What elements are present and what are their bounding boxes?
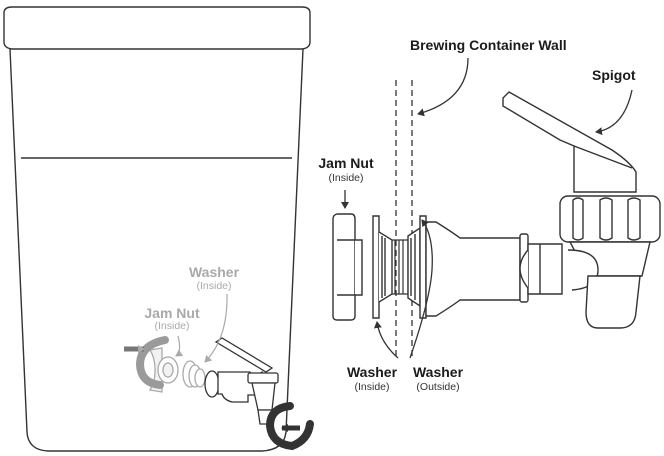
label-washer-inside-sub: (Inside) <box>354 381 390 393</box>
rotate-arrow-light <box>135 336 169 389</box>
container-rim <box>3 6 311 50</box>
small-spigot <box>204 337 279 425</box>
label-small-jam-nut: Jam Nut <box>144 305 200 321</box>
label-small-jam-nut-sub: (Inside) <box>154 320 190 332</box>
big-spigot-head <box>502 91 661 329</box>
label-washer-outside-sub: (Outside) <box>416 381 460 393</box>
leader-small-jamnut <box>175 335 184 357</box>
container-body <box>9 48 304 452</box>
label-washer-outside: Washer <box>412 364 464 380</box>
wall-lines <box>395 80 413 360</box>
big-jam-nut <box>332 213 363 321</box>
leader-small-washer <box>204 293 228 363</box>
big-washer-inside <box>372 215 393 319</box>
big-washer-outside <box>407 215 427 319</box>
label-brewing-container-wall: Brewing Container Wall <box>410 37 567 53</box>
leader-wall <box>417 57 469 117</box>
rotate-arrow-dark <box>265 402 314 451</box>
label-spigot: Spigot <box>592 67 636 83</box>
leader-washer-inside <box>373 321 399 359</box>
thread-body <box>392 239 409 295</box>
small-washer <box>182 360 206 388</box>
label-jam-nut: Jam Nut <box>318 155 374 171</box>
big-spigot-body <box>425 221 563 317</box>
brewing-container <box>3 6 311 452</box>
leader-washer-outside <box>409 219 433 359</box>
leader-spigot <box>595 89 633 136</box>
label-jam-nut-sub: (Inside) <box>328 172 364 184</box>
label-washer-inside: Washer <box>346 364 398 380</box>
label-small-washer-sub: (Inside) <box>196 280 232 292</box>
label-small-washer: Washer <box>188 264 240 280</box>
